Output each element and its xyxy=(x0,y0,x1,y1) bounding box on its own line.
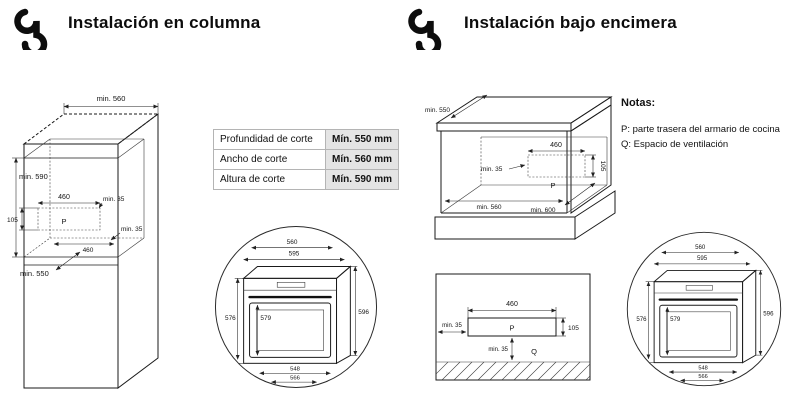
dim-label-body-height: 576 xyxy=(636,316,647,323)
cabinet-dimensions: min. 560 min. 590 460 min. 35 105 P min.… xyxy=(7,94,159,278)
dim-label-vent-width-top: 460 xyxy=(58,194,70,201)
dim-label-cut-height: min. 590 xyxy=(19,172,48,181)
column-cabinet-diagram: min. 560 min. 590 460 min. 35 105 P min.… xyxy=(7,94,160,389)
wrench-icon xyxy=(10,6,56,58)
note-ventilation: Q: Espacio de ventilación xyxy=(621,139,729,150)
cut-table-label: Profundidad de corte xyxy=(213,129,326,150)
oven-dimension-labels: 560 595 576 579 596 548 566 xyxy=(636,244,774,383)
dim-label-cut-width: min. 560 xyxy=(477,204,502,211)
dim-label-gap-back: min. 35 xyxy=(488,347,508,353)
detail-circle xyxy=(214,225,378,389)
dim-label-body-depth: 548 xyxy=(698,366,707,372)
counter-cabinet-dimensions: min. 550 460 min. 35 P 105 min. 560 min.… xyxy=(425,94,606,214)
top-view-dimensions: 460 P 105 min. 35 min. 35 Q xyxy=(437,301,579,361)
notes-block: Notas: P: parte trasera del armario de c… xyxy=(621,97,799,154)
dim-label-gap: min. 35 xyxy=(481,166,503,173)
dim-label-total-depth: 566 xyxy=(290,376,301,382)
oven-door xyxy=(249,302,332,358)
cut-dimensions-table: Profundidad de corte Mín. 550 mm Ancho d… xyxy=(213,129,400,190)
wrench-icon-graphic xyxy=(14,8,48,58)
dim-label-vent-width: 460 xyxy=(550,142,562,149)
dim-label-vent-height: 105 xyxy=(7,217,18,224)
label-back-panel: P xyxy=(509,324,514,333)
wrench-icon xyxy=(404,6,450,58)
oven-outline xyxy=(242,265,352,365)
table-row: Altura de corte Mín. 590 mm xyxy=(213,169,400,190)
oven-door xyxy=(659,304,738,358)
dim-label-vent-height: 105 xyxy=(599,161,606,172)
dim-label-gap-bottom: min. 35 xyxy=(121,226,143,233)
cabinet-footprint-outline xyxy=(435,273,591,381)
oven-display xyxy=(685,285,713,291)
note-back-panel: P: parte trasera del armario de cocina xyxy=(621,124,780,135)
vent-cutout-outline xyxy=(37,207,101,231)
dim-label-body-depth: 548 xyxy=(290,367,301,373)
ventilation-top-view-diagram: 460 P 105 min. 35 min. 35 Q xyxy=(435,273,591,381)
dim-label-body-width: 560 xyxy=(287,239,298,246)
dim-label-depth: min. 550 xyxy=(425,107,450,114)
section-title-under-counter: Instalación bajo encimera xyxy=(464,13,677,32)
table-row: Ancho de corte Mín. 560 mm xyxy=(213,149,400,170)
dim-label-front-height: 596 xyxy=(763,311,774,318)
cut-table-value: Mín. 550 mm xyxy=(324,129,400,150)
oven-dimension-labels: 560 595 576 579 596 548 566 xyxy=(225,239,369,385)
dim-label-body-height: 576 xyxy=(225,315,236,322)
oven-display xyxy=(276,281,306,288)
dim-label-door-height: 579 xyxy=(260,315,271,322)
wall-hatching xyxy=(436,362,590,380)
vent-cutout-outline xyxy=(527,154,586,178)
label-vent-space: Q xyxy=(531,347,537,356)
dim-label-vent-width: 460 xyxy=(506,301,518,308)
plinth-front xyxy=(434,216,576,240)
dim-label-front-height: 596 xyxy=(358,309,369,316)
oven-dimensions-diagram-left: 560 595 576 579 596 548 566 xyxy=(214,225,378,389)
dim-label-front-width: 595 xyxy=(289,251,300,258)
cut-table-label: Ancho de corte xyxy=(213,149,326,170)
counter-cabinet-outline xyxy=(434,96,616,240)
section-title-column: Instalación en columna xyxy=(68,13,261,32)
notes-heading: Notas: xyxy=(621,97,656,109)
dim-label-gap-top: min. 35 xyxy=(103,196,125,203)
dim-label-top-width: min. 560 xyxy=(97,94,126,103)
back-spacer-outline xyxy=(467,317,557,337)
cut-table-label: Altura de corte xyxy=(213,169,326,190)
oven-dimensions-diagram-right: 560 595 576 579 596 548 566 xyxy=(626,231,782,387)
under-counter-cabinet-diagram: min. 550 460 min. 35 P 105 min. 560 min.… xyxy=(425,94,616,240)
dim-label-gap-left: min. 35 xyxy=(442,323,462,329)
dim-label-vent-height: 105 xyxy=(568,325,579,332)
detail-circle xyxy=(626,231,782,387)
wrench-icon-graphic xyxy=(408,8,442,58)
dim-label-depth: min. 550 xyxy=(20,269,49,278)
dim-label-door-height: 579 xyxy=(670,316,681,323)
cut-table-value: Mín. 560 mm xyxy=(324,149,400,170)
cut-table-value: Mín. 590 mm xyxy=(324,169,400,190)
dim-label-body-width: 560 xyxy=(695,244,706,251)
label-back-panel: P xyxy=(61,217,66,226)
dim-label-total-depth: 566 xyxy=(698,374,707,380)
dim-label-front-width: 595 xyxy=(697,255,708,262)
plinth-side xyxy=(574,190,616,240)
dim-label-vent-width-bottom: 460 xyxy=(83,247,94,254)
label-back-panel: P xyxy=(550,181,555,190)
table-row: Profundidad de corte Mín. 550 mm xyxy=(213,129,400,150)
dim-label-cut-depth: min. 600 xyxy=(531,207,556,214)
